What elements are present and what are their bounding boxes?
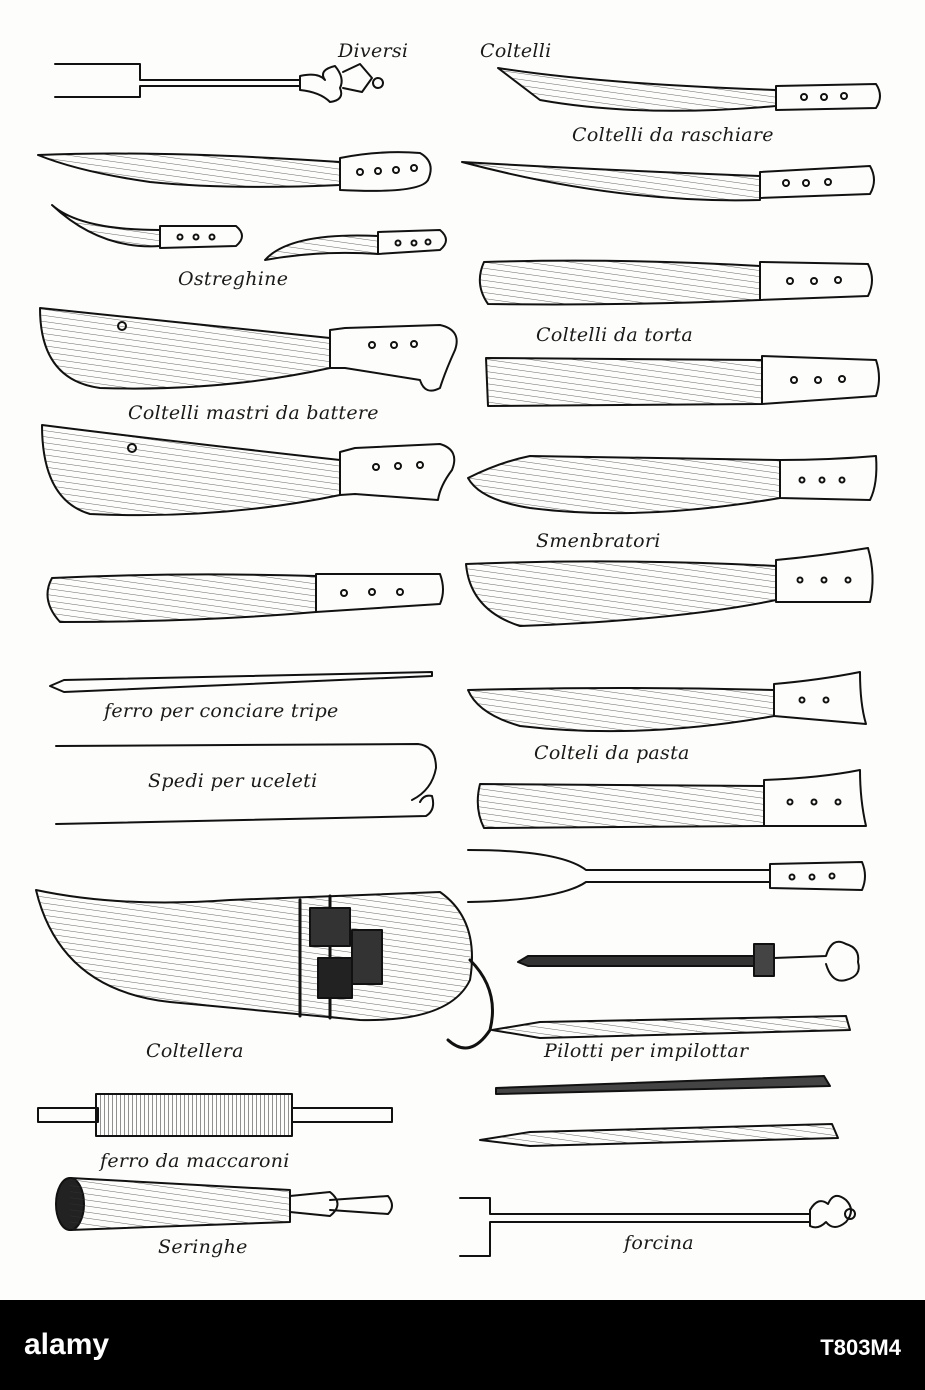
label-ostreghine: Ostreghine (178, 268, 289, 290)
knife-torta-1 (478, 259, 873, 306)
label-maccaroni: ferro da maccaroni (100, 1150, 290, 1172)
knife-pasta-2 (476, 769, 867, 829)
coltellera-sheath (35, 889, 494, 1050)
spedi-uceleti (55, 743, 437, 825)
pilotto-1 (491, 1015, 851, 1039)
ferro-maccaroni (37, 1093, 393, 1137)
ostreghine-knife-2 (264, 229, 447, 261)
label-pasta: Colteli da pasta (534, 742, 690, 764)
seringhe-syringe (55, 1177, 393, 1231)
stock-footer-bar: alamy T803M4 (0, 1300, 925, 1390)
label-seringhe: Seringhe (158, 1236, 248, 1258)
cleaver-left-1 (39, 307, 458, 392)
label-raschiare: Coltelli da raschiare (572, 124, 774, 146)
image-id: T803M4 (820, 1335, 901, 1360)
smenbratore-1 (467, 455, 878, 515)
knife-left-1 (37, 151, 432, 192)
engraving-plate: Diversi Coltelli Coltelli da raschiare O… (35, 40, 881, 1258)
knife-torta-2 (485, 355, 880, 407)
label-forcina: forcina (624, 1232, 694, 1254)
knife-right-1 (497, 67, 881, 112)
alamy-logo: alamy (24, 1328, 110, 1361)
label-pilotti: Pilotti per impilottar (544, 1040, 749, 1062)
knife-left-rect (46, 573, 444, 623)
pilotto-2 (495, 1075, 831, 1095)
cleaver-left-2 (41, 424, 456, 517)
label-torta: Coltelli da torta (536, 324, 693, 346)
label-coltelli: Coltelli (480, 40, 552, 62)
label-diversi: Diversi (338, 40, 409, 62)
label-smenbratori: Smenbratori (536, 530, 661, 552)
knife-raschiare (461, 161, 875, 202)
engraving-drawing (35, 63, 881, 1257)
label-tripe: ferro per conciare tripe (104, 700, 339, 722)
skewer-1 (517, 940, 860, 982)
ferro-tripe (49, 671, 433, 693)
smenbratore-2 (465, 547, 874, 627)
label-coltellera: Coltellera (146, 1040, 244, 1062)
fork-right (467, 849, 866, 903)
ostreghine-knife-1 (51, 204, 243, 249)
pilotto-3 (479, 1123, 839, 1147)
fork-top-left (54, 63, 384, 103)
forcina-fork (459, 1194, 856, 1257)
knife-pasta-1 (467, 671, 867, 733)
label-uceleti: Spedi per uceleti (148, 770, 318, 792)
label-mastri: Coltelli mastri da battere (128, 402, 379, 424)
